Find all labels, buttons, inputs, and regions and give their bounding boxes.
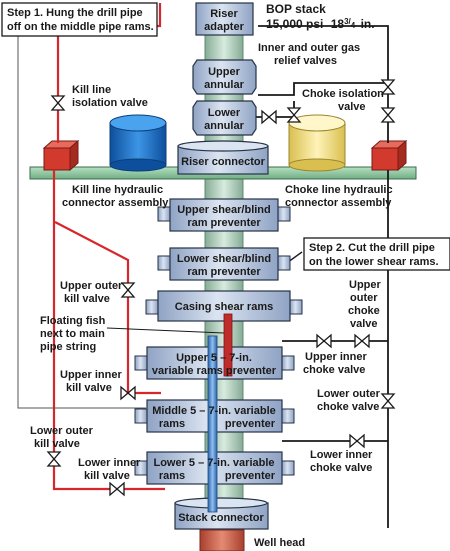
middle-var-label-3: preventer	[225, 418, 276, 430]
riser-adapter-label: Riser	[210, 8, 238, 20]
step1-callout: Step 1. Hung the drill pipe off on the m…	[1, 2, 158, 37]
kill-isolation-label: Kill line	[72, 84, 111, 96]
lower-inner-choke-label-2: choke valve	[310, 462, 372, 474]
kill-hydraulic-label-2: connector assembly	[62, 197, 169, 209]
stack-connector-label: Stack connector	[178, 512, 264, 524]
upper-outer-choke-label-3: choke	[348, 305, 380, 317]
riser-adapter	[195, 2, 254, 36]
gas-relief-label-2: relief valves	[274, 55, 337, 67]
choke-isolation-valve-icon	[286, 107, 396, 123]
lower-shear-label: Lower shear/blind	[177, 253, 271, 265]
riser-connector	[177, 140, 269, 175]
lower-inner-choke-label: Lower inner	[310, 449, 373, 461]
upper-inner-kill-valve-icon	[120, 385, 136, 401]
upper-annular-label-2: annular	[204, 79, 244, 91]
lower-outer-choke-label: Lower outer	[317, 388, 381, 400]
lower-shear-blind-ram-preventer	[157, 247, 291, 281]
choke-hydraulic-label-2: connector assembly	[285, 197, 392, 209]
upper-inner-choke-label: Upper inner	[305, 351, 367, 363]
upper-shear-blind-ram-preventer	[157, 198, 291, 232]
floating-fish	[223, 313, 233, 377]
riser-adapter-label-2: adapter	[204, 21, 244, 33]
well-head	[199, 529, 245, 551]
svg-text:Step 2. Cut the drill pipe: Step 2. Cut the drill pipe	[309, 242, 435, 254]
lower-shear-label-2: ram preventer	[187, 266, 261, 278]
bop-rating: 15,000 psi 183/4 in.	[266, 17, 375, 31]
upper-annular	[192, 59, 257, 95]
floating-fish-label-3: pipe string	[40, 341, 96, 353]
svg-text:Step 1. Hung the drill pipe: Step 1. Hung the drill pipe	[7, 7, 143, 19]
stack-connector	[174, 497, 269, 530]
lower-outer-kill-label: Lower outer	[30, 425, 94, 437]
kill-isolation-valve-icon	[50, 95, 66, 111]
kill-hydraulic-connector-block	[42, 139, 80, 172]
svg-text:on the lower shear rams.: on the lower shear rams.	[309, 256, 439, 268]
upper-shear-label-2: ram preventer	[187, 217, 261, 229]
lower-outer-choke-valve-icon	[380, 393, 396, 409]
kill-accumulator-tank	[109, 114, 167, 172]
upper-annular-label: Upper	[208, 66, 241, 78]
floating-fish-label-2: next to main	[40, 328, 105, 340]
riser-connector-label: Riser connector	[181, 156, 265, 168]
upper-var-label-2: variable rams preventer	[152, 365, 277, 377]
drill-pipe	[207, 335, 218, 513]
upper-var-label: Upper 5 – 7-in.	[176, 352, 252, 364]
lower-annular-label: Lower	[208, 107, 241, 119]
choke-hydraulic-connector-block	[370, 139, 408, 172]
upper-outer-choke-valve-icon	[354, 333, 370, 349]
upper-outer-kill-label: Upper outer	[60, 280, 123, 292]
choke-isolation-label-2: valve	[338, 101, 366, 113]
lower-inner-kill-valve-icon	[109, 481, 125, 497]
upper-outer-choke-label-2: outer	[350, 292, 378, 304]
fish-pointer-line	[106, 327, 225, 334]
step1-pointer-line	[17, 36, 146, 409]
choke-line	[238, 25, 389, 528]
lower-var-label-2: rams	[159, 470, 185, 482]
kill-hydraulic-label: Kill line hydraulic	[72, 184, 163, 196]
upper-outer-kill-valve-icon	[120, 282, 136, 298]
choke-accumulator-tank	[288, 114, 346, 172]
kill-isolation-label-2: isolation valve	[72, 97, 148, 109]
lower-annular-side-valve-icon	[261, 109, 277, 125]
lower-outer-kill-valve-icon	[46, 451, 62, 467]
upper-outer-kill-label-2: kill valve	[64, 293, 110, 305]
upper-outer-choke-label: Upper	[349, 279, 382, 291]
svg-text:off on the middle pipe rams.: off on the middle pipe rams.	[7, 21, 154, 33]
choke-isolation-label: Choke isolation	[302, 88, 384, 100]
lower-inner-kill-label-2: kill valve	[84, 470, 130, 482]
step2-callout: Step 2. Cut the drill pipe on the lower …	[303, 237, 450, 271]
upper-inner-choke-valve-icon	[316, 333, 332, 349]
lower-annular	[192, 100, 257, 136]
bop-title: BOP stack	[266, 2, 326, 16]
gas-relief-valve-upper-icon	[380, 79, 396, 95]
gas-relief-label: Inner and outer gas	[258, 42, 360, 54]
floating-fish-label: Floating fish	[40, 315, 106, 327]
casing-shear-label: Casing shear rams	[175, 301, 273, 313]
lower-var-label: Lower 5 – 7-in. variable	[153, 457, 274, 469]
well-head-label: Well head	[254, 537, 305, 549]
upper-inner-kill-label-2: kill valve	[66, 382, 112, 394]
upper-shear-label: Upper shear/blind	[177, 204, 271, 216]
upper-outer-choke-label-4: valve	[350, 318, 378, 330]
upper-inner-kill-label: Upper inner	[60, 369, 122, 381]
lower-var-label-3: preventer	[225, 470, 276, 482]
middle-var-label: Middle 5 – 7-in. variable	[152, 405, 276, 417]
lower-annular-label-2: annular	[204, 120, 244, 132]
choke-hydraulic-label: Choke line hydraulic	[285, 184, 393, 196]
upper-inner-choke-label-2: choke valve	[303, 364, 365, 376]
lower-outer-kill-label-2: kill valve	[34, 438, 80, 450]
lower-inner-choke-valve-icon	[349, 433, 365, 449]
lower-outer-choke-label-2: choke valve	[317, 401, 379, 413]
middle-var-label-2: rams	[159, 418, 185, 430]
lower-inner-kill-label: Lower inner	[78, 457, 141, 469]
